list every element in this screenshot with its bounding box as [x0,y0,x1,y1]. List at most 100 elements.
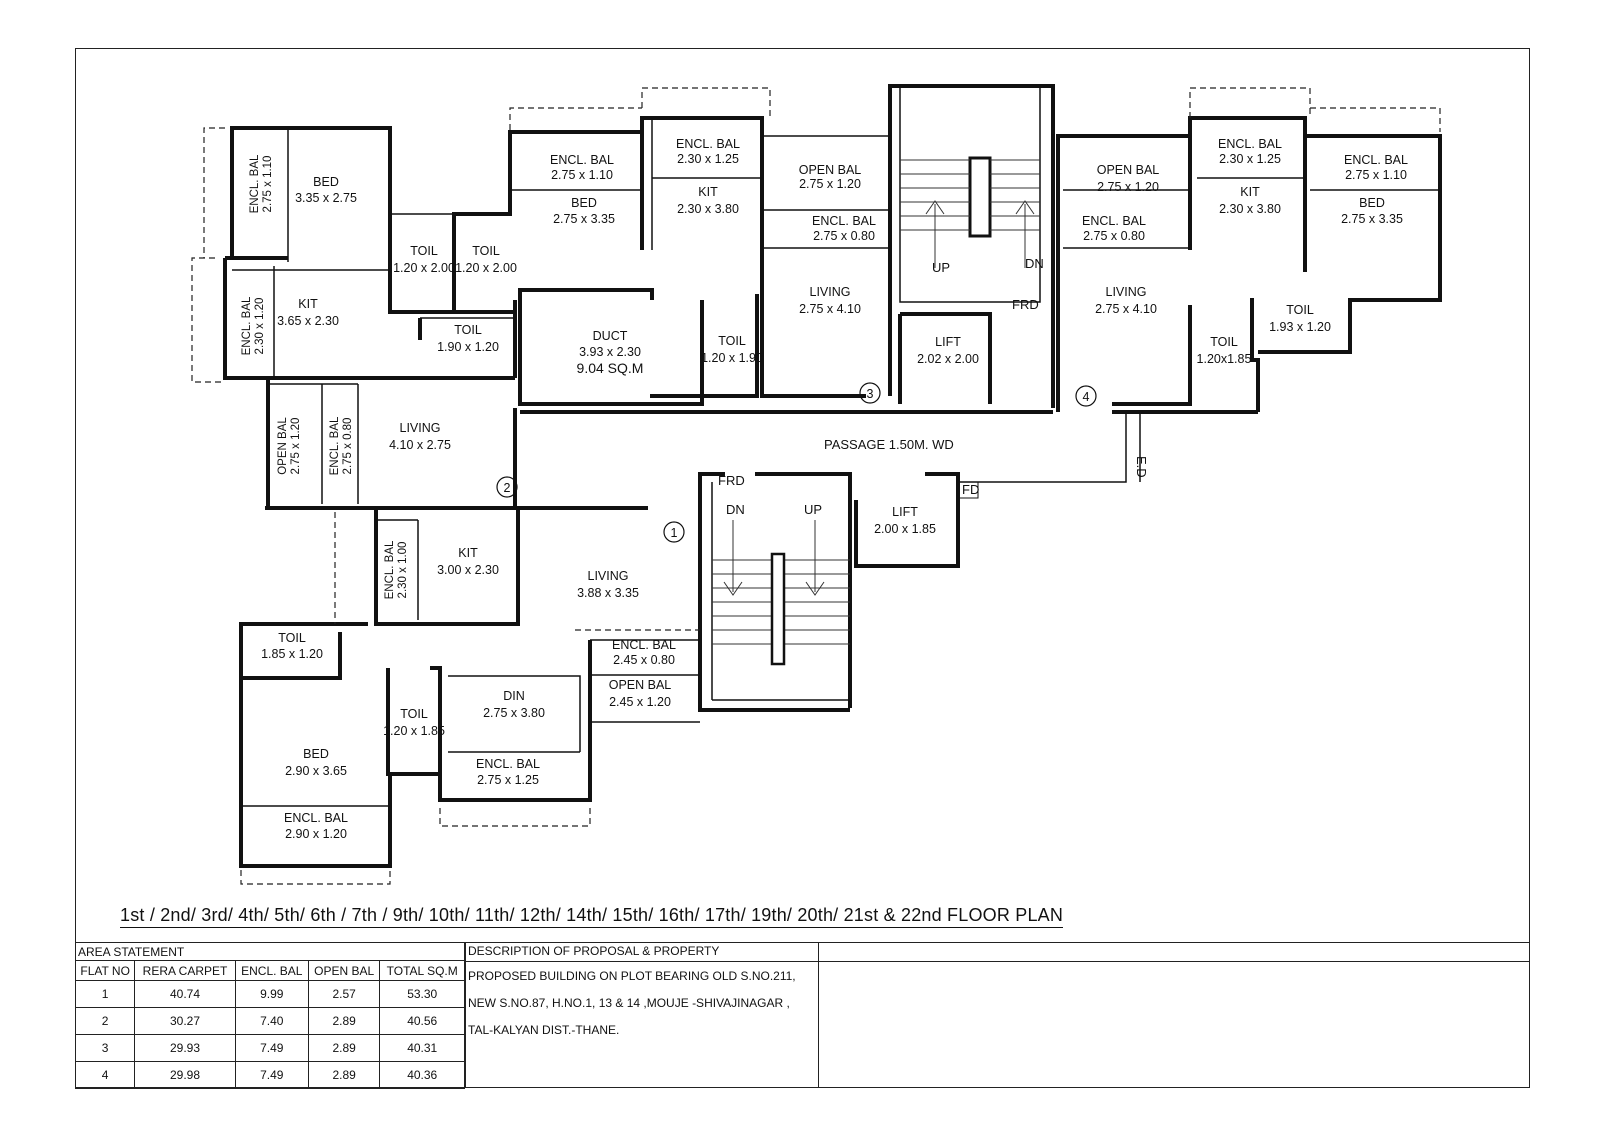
table-cell: 4 [74,1061,136,1089]
table-cell: 40.36 [379,1061,465,1089]
frd-label-bottom: FRD [718,473,745,488]
room-dim: 2.75 x 1.10 [551,168,613,182]
room-dim: 1.85 x 1.20 [261,647,323,661]
column-header: OPEN BAL [307,960,381,981]
room-name: BED [1359,196,1385,210]
room-dim: 2.90 x 1.20 [285,827,347,841]
table-cell: 7.49 [234,1061,309,1089]
room-dim: 2.75 x 0.80 [342,418,354,475]
description-panel: DESCRIPTION OF PROPOSAL & PROPERTY PROPO… [465,942,1530,1088]
table-cell: 29.93 [134,1034,236,1062]
table-cell: 3 [74,1034,136,1062]
flat-number-marker [496,476,518,498]
flat-number-marker [1075,385,1097,407]
room-name: TOIL [400,707,428,721]
area-statement-table: AREA STATEMENT FLAT NO RERA CARPET ENCL.… [74,942,465,1089]
column-header: RERA CARPET [134,960,236,981]
room-name: OPEN BAL [277,417,289,475]
description-line: NEW S.NO.87, H.NO.1, 13 & 14 ,MOUJE -SHI… [468,996,790,1010]
room-dim: 1.20 x 2.00 [455,261,517,275]
room-dim: 2.90 x 3.65 [285,764,347,778]
flat-number: 2 [504,481,511,495]
dn-label-bottom: DN [726,502,745,517]
room-name: ENCL. BAL [1082,214,1146,228]
room-name: KIT [298,297,318,311]
column-header: FLAT NO [74,960,136,981]
room-name: ENCL. BAL [284,811,348,825]
room-dim: 1.93 x 1.20 [1269,320,1331,334]
room-name: DIN [503,689,525,703]
floor-plan-title: 1st / 2nd/ 3rd/ 4th/ 5th/ 6th / 7th / 9t… [120,905,1064,928]
room-dim: 2.45 x 1.20 [609,695,671,709]
table-cell: 53.30 [379,980,465,1008]
room-name: OPEN BAL [1097,163,1160,177]
room-name: LIFT [935,335,961,349]
flat-number-marker [859,382,881,404]
flat-number: 4 [1083,390,1090,404]
frd-label-top: FRD [1012,297,1039,312]
room-name: LIVING [588,569,629,583]
table-cell: 40.31 [379,1034,465,1062]
table-cell: 7.49 [234,1034,309,1062]
room-name: KIT [698,185,718,199]
room-dim: 1.90 x 1.20 [437,340,499,354]
room-name: ENCL. BAL [384,540,396,599]
fd-label: FD [962,482,979,497]
room-dim: 2.75 x 1.20 [799,177,861,191]
table-cell: 2.89 [307,1034,381,1062]
room-dim: 2.30 x 3.80 [677,202,739,216]
room-dim: 2.30 x 1.25 [1219,152,1281,166]
table-cell: 2 [74,1007,136,1035]
ed-label: E.D [1134,456,1149,478]
room-dim: 2.75 x 1.20 [1097,180,1159,194]
room-dim: 2.45 x 0.80 [613,653,675,667]
table-cell: 40.56 [379,1007,465,1035]
room-name: TOIL [454,323,482,337]
column-header: TOTAL SQ.M [379,960,465,981]
room-name: TOIL [410,244,438,258]
dn-label-top: DN [1025,256,1044,271]
room-name: BED [303,747,329,761]
room-name: KIT [458,546,478,560]
room-dim: 4.10 x 2.75 [389,438,451,452]
room-dim: 2.02 x 2.00 [917,352,979,366]
description-line: PROPOSED BUILDING ON PLOT BEARING OLD S.… [468,969,796,983]
room-dim: 1.20x1.85 [1197,352,1252,366]
room-dim: 2.75 x 3.35 [553,212,615,226]
passage-label: PASSAGE 1.50M. WD [824,437,954,452]
room-dim: 3.65 x 2.30 [277,314,339,328]
up-label-bottom: UP [804,502,822,517]
room-name: ENCL. BAL [241,296,253,355]
room-name: LIVING [400,421,441,435]
table-cell: 29.98 [134,1061,236,1089]
room-dim: 2.75 x 1.10 [1345,168,1407,182]
room-name: ENCL. BAL [1344,153,1408,167]
room-dim: 1.20 x 1.85 [383,724,445,738]
room-dim: 1.20 x 1.90 [701,351,763,365]
table-cell: 40.74 [134,980,236,1008]
stair-treads [712,159,1040,666]
flat-number-marker [663,521,685,543]
room-name: ENCL. BAL [1218,137,1282,151]
room-name: LIFT [892,505,918,519]
description-column-divider [818,943,819,1088]
room-name: LIVING [810,285,851,299]
column-header: ENCL. BAL [234,960,309,981]
room-area: 9.04 SQ.M [577,360,644,376]
table-cell: 1 [74,980,136,1008]
room-name: OPEN BAL [609,678,672,692]
room-name: TOIL [472,244,500,258]
room-name: BED [571,196,597,210]
misc-labels: PASSAGE 1.50M. WD FRD FRD FD E.D UP DN D… [496,256,1149,543]
table-cell: 30.27 [134,1007,236,1035]
room-dim: 2.30 x 1.20 [254,298,266,355]
area-statement-title: AREA STATEMENT [75,942,465,961]
room-dim: 2.30 x 1.00 [397,542,409,599]
room-dim: 1.20 x 2.00 [393,261,455,275]
room-dim: 2.75 x 0.80 [813,229,875,243]
room-dim: 2.00 x 1.85 [874,522,936,536]
room-dim: 3.88 x 3.35 [577,586,639,600]
walls [223,84,1442,868]
room-name: ENCL. BAL [550,153,614,167]
